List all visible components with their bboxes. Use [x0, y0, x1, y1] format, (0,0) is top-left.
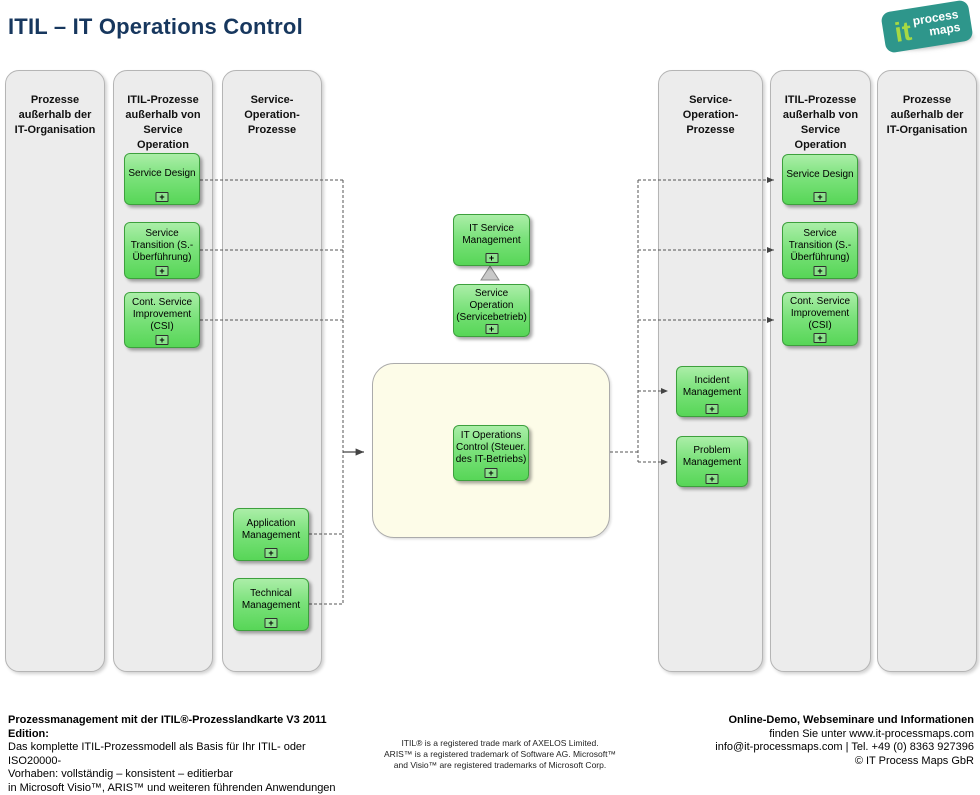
lane-left-outside-it: Prozesse außerhalb der IT-Organisation	[5, 70, 105, 672]
process-box-label: Service Transition (S.-Überführung)	[126, 228, 198, 264]
generalization-triangle-icon	[481, 266, 499, 280]
expand-icon[interactable]: +	[156, 192, 169, 202]
process-box-label: Incident Management	[678, 375, 746, 399]
process-box-service-operation[interactable]: Service Operation (Servicebetrieb) +	[453, 284, 530, 337]
footer-product-line: in Microsoft Visio™, ARIS™ und weiteren …	[8, 782, 358, 795]
lane-header: Prozesse außerhalb der IT-Organisation	[878, 93, 976, 138]
process-box-service-transition-right[interactable]: Service Transition (S.-Überführung) +	[782, 222, 858, 279]
lane-header: Prozesse außerhalb der IT-Organisation	[6, 93, 104, 138]
expand-icon[interactable]: +	[706, 404, 719, 414]
process-box-it-operations-control[interactable]: IT Operations Control (Steuer. des IT-Be…	[453, 425, 529, 481]
process-box-it-service-management[interactable]: IT Service Management +	[453, 214, 530, 266]
footer-product-title: Prozessmanagement mit der ITIL®-Prozessl…	[8, 714, 358, 741]
footer-product-line: Das komplette ITIL-Prozessmodell als Bas…	[8, 741, 358, 768]
process-box-csi-left[interactable]: Cont. Service Improvement (CSI) +	[124, 292, 200, 348]
process-box-service-design-right[interactable]: Service Design +	[782, 154, 858, 205]
footer-product-line: Vorhaben: vollständig – konsistent – edi…	[8, 768, 358, 782]
expand-icon[interactable]: +	[814, 192, 827, 202]
expand-icon[interactable]: +	[814, 333, 827, 343]
footer-copyright-line: © IT Process Maps GbR	[614, 755, 974, 769]
expand-icon[interactable]: +	[706, 474, 719, 484]
process-box-label: Service Design	[786, 169, 853, 181]
expand-icon[interactable]: +	[156, 266, 169, 276]
process-box-service-design-left[interactable]: Service Design +	[124, 153, 200, 205]
process-box-label: Technical Management	[235, 588, 307, 612]
lane-header: ITIL-Prozesse außerhalb von Service Oper…	[771, 93, 870, 152]
process-box-label: Service Transition (S.-Überführung)	[784, 228, 856, 264]
page-title: ITIL – IT Operations Control	[8, 14, 303, 40]
footer-product-info: Prozessmanagement mit der ITIL®-Prozessl…	[8, 714, 358, 795]
footer-website-line: finden Sie unter www.it-processmaps.com	[614, 728, 974, 742]
process-box-incident-management[interactable]: Incident Management +	[676, 366, 748, 417]
lane-header: Service-Operation-Prozesse	[659, 93, 762, 138]
expand-icon[interactable]: +	[156, 335, 169, 345]
lane-header: ITIL-Prozesse außerhalb von Service Oper…	[114, 93, 212, 152]
footer-email-phone-line: info@it-processmaps.com | Tel. +49 (0) 8…	[614, 741, 974, 755]
process-box-problem-management[interactable]: Problem Management +	[676, 436, 748, 487]
expand-icon[interactable]: +	[485, 324, 498, 334]
expand-icon[interactable]: +	[485, 468, 498, 478]
logo-it-text: it	[893, 18, 914, 47]
lane-header: Service-Operation-Prozesse	[223, 93, 321, 138]
process-box-label: Service Operation (Servicebetrieb)	[455, 288, 528, 324]
expand-icon[interactable]: +	[265, 618, 278, 628]
process-box-application-management[interactable]: Application Management +	[233, 508, 309, 561]
it-process-maps-logo: it process maps	[880, 3, 976, 59]
process-box-service-transition-left[interactable]: Service Transition (S.-Überführung) +	[124, 222, 200, 279]
process-box-label: Cont. Service Improvement (CSI)	[784, 296, 856, 332]
process-box-label: Cont. Service Improvement (CSI)	[126, 297, 198, 333]
process-box-technical-management[interactable]: Technical Management +	[233, 578, 309, 631]
expand-icon[interactable]: +	[485, 253, 498, 263]
logo-card: it process maps	[880, 0, 973, 54]
process-box-label: IT Operations Control (Steuer. des IT-Be…	[455, 430, 527, 466]
footer-contact-info: Online-Demo, Webseminare und Information…	[614, 714, 974, 768]
expand-icon[interactable]: +	[265, 548, 278, 558]
process-box-label: Problem Management	[678, 445, 746, 469]
process-box-label: IT Service Management	[455, 223, 528, 247]
process-box-label: Service Design	[128, 168, 195, 180]
footer-contact-title: Online-Demo, Webseminare und Information…	[614, 714, 974, 728]
process-box-csi-right[interactable]: Cont. Service Improvement (CSI) +	[782, 292, 858, 346]
lane-right-outside-it: Prozesse außerhalb der IT-Organisation	[877, 70, 977, 672]
expand-icon[interactable]: +	[814, 266, 827, 276]
logo-maps-text: maps	[928, 20, 961, 37]
process-box-label: Application Management	[235, 518, 307, 542]
